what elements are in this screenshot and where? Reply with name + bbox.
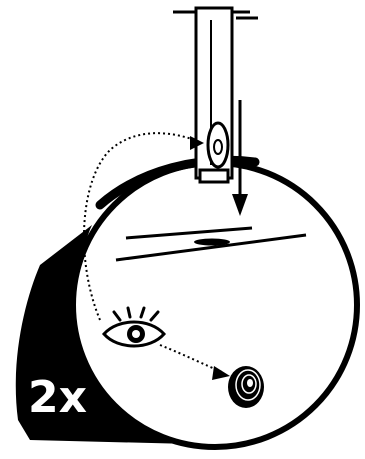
background-wedge bbox=[15, 225, 231, 445]
tube-icon bbox=[173, 6, 258, 184]
dotted-arrow-to-bubble-head bbox=[212, 366, 230, 380]
bubble-icon bbox=[228, 366, 264, 408]
dotted-arrow-to-tube-head bbox=[190, 136, 204, 150]
leveling-line-icon bbox=[115, 226, 307, 262]
down-arrow-icon bbox=[232, 100, 248, 216]
eye-icon bbox=[102, 306, 166, 348]
level-circle bbox=[70, 160, 360, 450]
dotted-arrow-to-bubble bbox=[159, 344, 223, 373]
top-arc-accent bbox=[95, 155, 260, 210]
repeat-count-label: 2x bbox=[28, 372, 87, 423]
